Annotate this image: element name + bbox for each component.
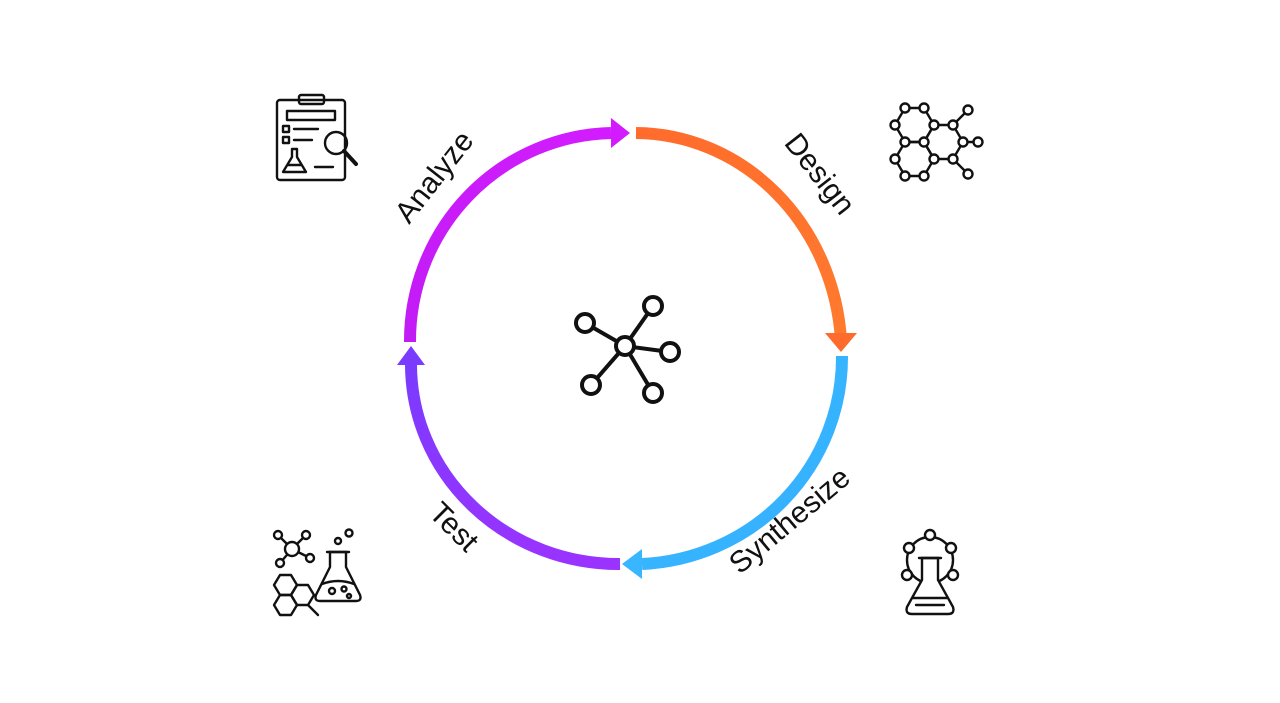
clipboard-analysis-icon	[275, 93, 358, 182]
analyze-arrowhead	[611, 118, 630, 148]
synthesize-arrowhead	[622, 549, 642, 579]
design-arrow	[635, 127, 847, 341]
cycle-arrows	[397, 118, 857, 579]
hexagon-molecule-icon	[889, 102, 984, 182]
analyze-arrow	[403, 127, 612, 343]
design-arrowhead	[825, 333, 857, 352]
molecule-icon	[574, 295, 681, 404]
lab-flask-molecules-icon	[272, 528, 362, 617]
label-synthesize: Synthesize	[723, 461, 857, 581]
flask-molecule-icon	[900, 528, 960, 616]
test-arrowhead	[397, 346, 425, 365]
synthesize-arrow	[641, 355, 849, 570]
test-arrow	[405, 364, 621, 571]
label-analyze: Analyze	[389, 125, 481, 229]
